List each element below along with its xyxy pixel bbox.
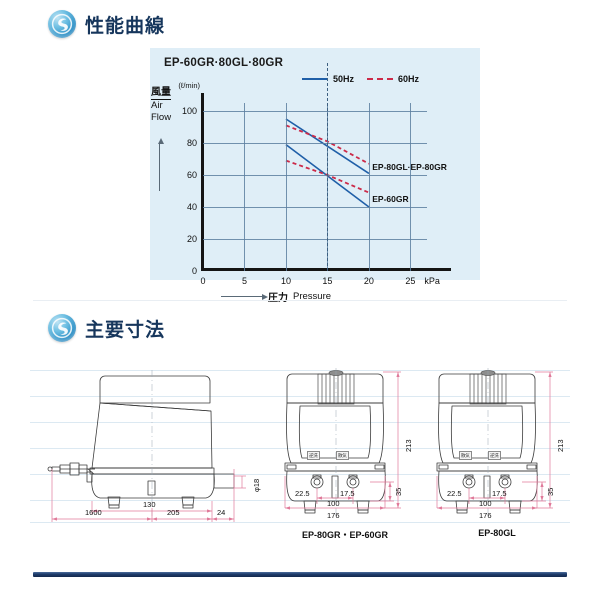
y-gridline <box>203 239 427 240</box>
x-gridline <box>285 103 287 271</box>
dim-label-port-pitch: 100 <box>479 499 492 508</box>
dimension-view-side: 1600 205 130 24 φ18 <box>30 356 265 546</box>
dim-label-port-height: 35 <box>546 487 555 496</box>
dim-label-body-width: 176 <box>327 511 340 520</box>
dim-label-port-height: 35 <box>394 487 403 496</box>
rated-pressure-marker <box>327 63 329 271</box>
x-tick-label: 0 <box>200 276 206 286</box>
dim-label-foot-pitch: 130 <box>143 500 156 509</box>
section-header-performance: 性能曲線 <box>48 10 165 38</box>
x-tick-label: 5 <box>241 276 247 286</box>
x-tick-label: 20 <box>363 276 374 286</box>
y-axis-label: 風量 Air Flow <box>151 87 171 123</box>
dimension-view-front-80gl: 散気 逆洗 213 35 22.5 17.5 100 176 EP-80GL <box>422 356 572 546</box>
x-axis-label: 圧力 Pressure <box>221 289 331 304</box>
x-tick-label: 15 <box>322 276 333 286</box>
legend-item-50hz: 50Hz <box>302 74 354 84</box>
divider-rule <box>33 300 567 301</box>
dim-label-body-width: 176 <box>479 511 492 520</box>
dim-label-body-height: 213 <box>404 439 413 452</box>
section-title-dimensions: 主要寸法 <box>85 318 166 341</box>
y-gridline <box>203 207 427 208</box>
chart-curves <box>285 118 370 208</box>
section-title-performance: 性能曲線 <box>85 14 166 37</box>
curve-annotation: EP-80GL·EP-80GR <box>372 162 447 172</box>
x-tick-label: 25 <box>405 276 416 286</box>
y-gridline <box>203 143 427 144</box>
chart-legend: 50Hz 60Hz <box>302 74 419 84</box>
y-axis-label-en-2: Flow <box>151 111 172 123</box>
y-tick-label: 40 <box>186 202 197 212</box>
x-gridline <box>410 103 412 271</box>
y-tick-label: 60 <box>186 170 197 180</box>
front-view-80gl-drawing <box>436 368 553 518</box>
dim-label-right-offset: 17.5 <box>340 489 355 498</box>
y-gridline <box>203 111 427 112</box>
y-tick-label: 0 <box>191 266 197 276</box>
dim-label-left-offset: 22.5 <box>295 489 310 498</box>
y-axis-unit: (ℓ/min) <box>178 81 200 90</box>
side-view-drawing <box>47 370 246 522</box>
chart-plot-area: (ℓ/min) 風量 Air Flow 圧力 Pressure 0 20 40 60 8… <box>151 63 451 304</box>
performance-chart-panel: EP-60GR·80GL·80GR 50Hz 60Hz (ℓ/min) 風量 A… <box>150 48 480 304</box>
legend-item-60hz: 60Hz <box>367 74 419 84</box>
y-tick-label: 80 <box>186 138 197 148</box>
x-axis <box>201 268 451 271</box>
section-header-dimensions: 主要寸法 <box>48 314 165 342</box>
x-tick-label: 10 <box>280 276 291 286</box>
x-axis-label-en: Pressure <box>293 291 332 302</box>
view-caption-80gr-60gr: EP-80GR・EP-60GR <box>301 530 389 540</box>
x-axis-unit: kPa <box>424 276 440 286</box>
dim-label-outlet-projection: 24 <box>217 508 226 517</box>
dim-label-body-depth: 205 <box>167 508 180 517</box>
y-tick-label: 100 <box>181 106 197 116</box>
x-gridline <box>244 103 246 271</box>
chart-title: EP-60GR·80GL·80GR <box>164 57 284 69</box>
port-label-left: 逆洗 <box>307 451 320 460</box>
legend-label-50hz: 50Hz <box>333 74 355 84</box>
dim-label-outlet-diameter: φ18 <box>252 478 261 492</box>
swirl-logo-icon <box>48 314 76 342</box>
y-axis-label-en-1: Air <box>151 100 163 112</box>
x-axis-label-jp: 圧力 <box>268 293 288 304</box>
port-label-right: 散気 <box>336 451 349 460</box>
legend-swatch-60hz <box>367 78 394 80</box>
y-gridline <box>203 175 427 176</box>
y-axis-label-jp: 風量 <box>151 87 171 101</box>
footer-bar <box>33 572 567 577</box>
front-view-80gr-drawing <box>284 368 401 518</box>
x-axis-arrow-icon <box>221 294 268 300</box>
legend-swatch-50hz <box>302 78 328 80</box>
dim-label-right-offset: 17.5 <box>492 489 507 498</box>
y-axis-arrow-icon <box>157 138 164 191</box>
curve-annotation: EP-60GR <box>372 194 409 204</box>
view-caption-80gl: EP-80GL <box>478 528 516 538</box>
y-axis <box>201 93 204 271</box>
port-label-left: 散気 <box>459 451 472 460</box>
dim-label-cord-length: 1600 <box>85 508 102 517</box>
dimensions-panel: 1600 205 130 24 φ18 <box>30 356 570 546</box>
dim-label-port-pitch: 100 <box>327 499 340 508</box>
dimension-view-front-80gr-60gr: 逆洗 散気 213 35 22.5 17.5 100 176 EP-80GR・E… <box>270 356 420 546</box>
swirl-logo-icon <box>48 10 76 38</box>
x-gridline <box>368 103 370 271</box>
y-tick-label: 20 <box>186 234 197 244</box>
port-label-right: 逆洗 <box>488 451 501 460</box>
dim-label-left-offset: 22.5 <box>447 489 462 498</box>
legend-label-60hz: 60Hz <box>398 74 420 84</box>
dim-label-body-height: 213 <box>556 439 565 452</box>
